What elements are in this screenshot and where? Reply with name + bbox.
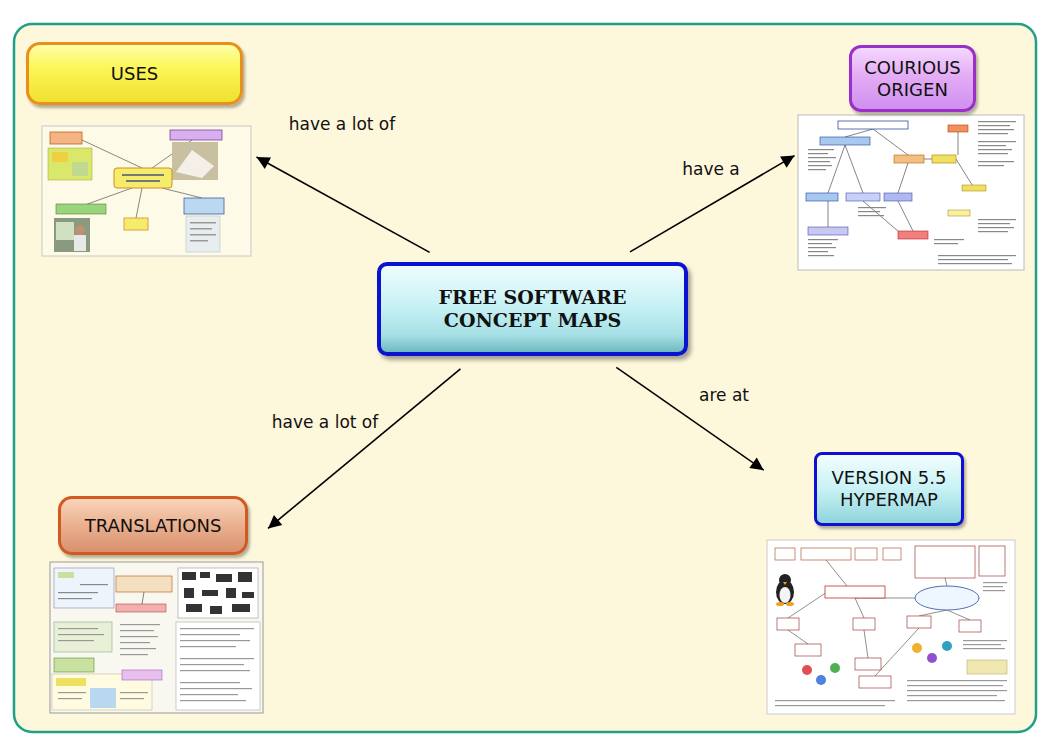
concept-box: FREE SOFTWARE CONCEPT MAPS <box>377 262 688 356</box>
concept-node: TRANSLATIONS <box>50 496 265 715</box>
link-label: have a lot of <box>269 412 382 432</box>
concept-header: VERSION 5.5 HYPERMAP <box>814 452 964 526</box>
node-text: FREE SOFTWARE CONCEPT MAPS <box>428 286 638 332</box>
link-arrow <box>257 157 430 252</box>
concept-header: COURIOUS ORIGEN <box>849 45 976 112</box>
node-text: COURIOUS ORIGEN <box>858 57 967 100</box>
map-thumbnail <box>798 115 1024 270</box>
concept-node: COURIOUS ORIGEN <box>798 45 1026 272</box>
node-text: TRANSLATIONS <box>85 515 222 537</box>
node-text: VERSION 5.5 HYPERMAP <box>823 467 955 510</box>
concept-node: USES <box>26 42 253 258</box>
concept-header: TRANSLATIONS <box>58 496 248 555</box>
concept-header: USES <box>26 42 243 105</box>
link-arrow <box>630 156 795 252</box>
link-label: have a <box>679 159 743 179</box>
node-text: USES <box>111 63 158 85</box>
map-thumbnail <box>767 540 1015 714</box>
map-thumbnail <box>50 562 263 713</box>
penguin-icon <box>776 574 794 606</box>
link-label: are at <box>696 385 752 405</box>
link-label: have a lot of <box>286 114 399 134</box>
link-arrow <box>268 369 460 529</box>
map-thumbnail <box>42 126 251 256</box>
concept-node: VERSION 5.5 HYPERMAP <box>767 452 1017 716</box>
link-arrow <box>616 367 763 470</box>
panel <box>14 24 1036 732</box>
